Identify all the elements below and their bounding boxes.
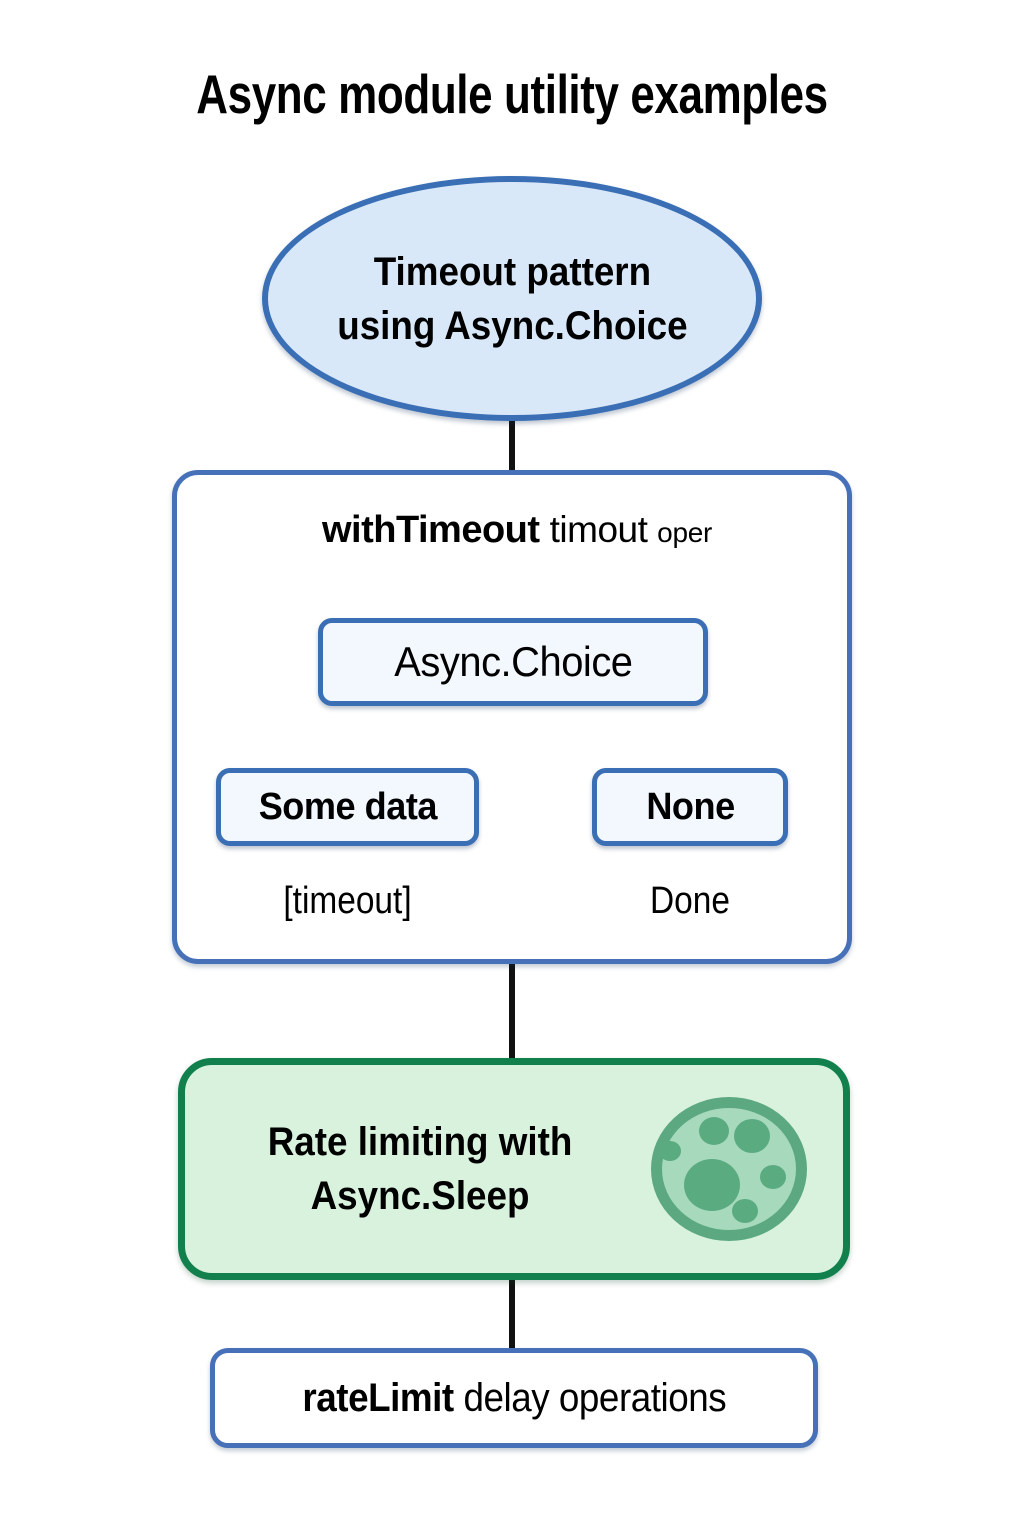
connector-ellipse-to-group <box>509 412 515 480</box>
timeout-pattern-line2: using Async.Choice <box>336 303 688 348</box>
node-async-choice[interactable]: Async.Choice <box>318 618 708 706</box>
spacer <box>540 509 550 551</box>
spacer <box>647 509 657 550</box>
rate-limiting-line1: Rate limiting with <box>267 1120 573 1164</box>
label-timeout: [timeout] <box>283 880 412 922</box>
page-title: Async module utility examples <box>196 63 828 125</box>
cell-blob-icon-wrap <box>633 1089 843 1249</box>
connector-green-to-ratelimit <box>509 1278 515 1352</box>
node-rate-limiting-label: Rate limiting with Async.Sleep <box>203 1115 615 1223</box>
node-timeout-pattern-label: Timeout pattern using Async.Choice <box>337 245 687 353</box>
group-heading-arg1: timout <box>549 509 648 550</box>
node-none-label: None <box>645 785 735 828</box>
timeout-group-container: withTimeout timout oper <box>172 470 852 964</box>
node-async-choice-label: Async.Choice <box>393 638 633 685</box>
rate-limiting-line2: Async.Sleep <box>310 1174 530 1218</box>
node-timeout-pattern[interactable]: Timeout pattern using Async.Choice <box>262 176 762 421</box>
rate-limit-desc: delay operations <box>463 1375 726 1420</box>
cell-blob-icon <box>651 1097 807 1241</box>
node-rate-limit[interactable]: rateLimit delay operations <box>210 1348 818 1448</box>
connector-group-to-green <box>509 960 515 1062</box>
timeout-pattern-line1: Timeout pattern <box>373 249 651 294</box>
node-none[interactable]: None <box>592 768 788 846</box>
rate-limit-function: rateLimit <box>302 1375 454 1420</box>
node-some-data[interactable]: Some data <box>216 768 479 846</box>
node-some-data-label: Some data <box>258 785 437 828</box>
node-rate-limit-label: rateLimit delay operations <box>302 1376 726 1421</box>
spacer <box>453 1376 463 1420</box>
group-heading-function: withTimeout <box>321 509 540 551</box>
group-heading-arg2: oper <box>657 517 713 548</box>
label-done: Done <box>650 880 730 922</box>
node-rate-limiting[interactable]: Rate limiting with Async.Sleep <box>178 1058 850 1280</box>
group-heading: withTimeout timout oper <box>177 509 857 552</box>
